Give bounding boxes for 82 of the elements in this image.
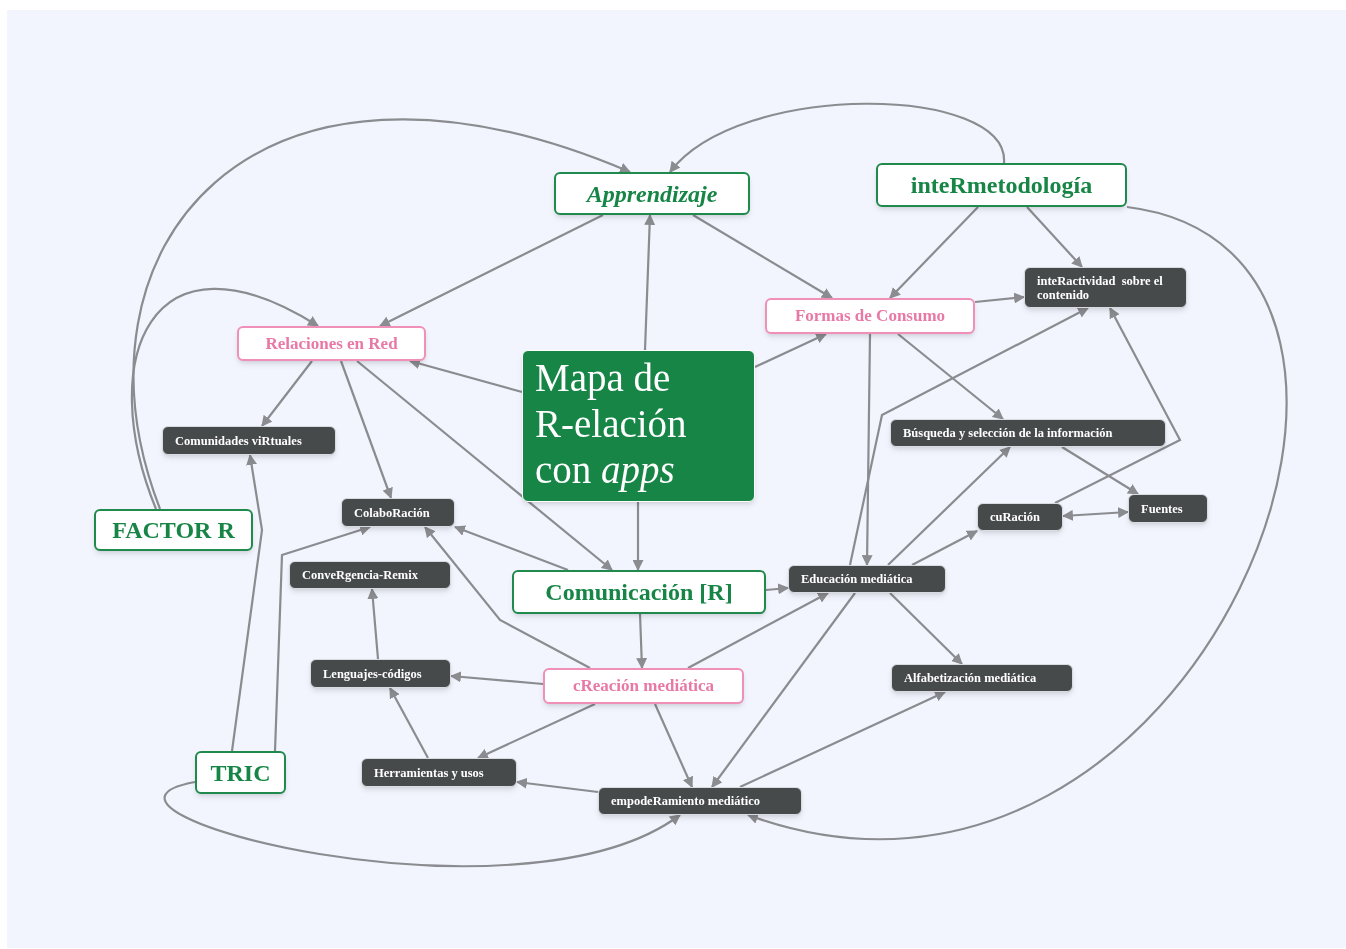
leaf-topic-box [310, 659, 451, 688]
arrow [654, 703, 693, 788]
topic-label: Lenguajes-códigos [323, 666, 422, 681]
arrow [669, 102, 1006, 173]
arrow [889, 592, 963, 665]
arrow [711, 592, 856, 788]
arrow [687, 592, 829, 669]
arrow [230, 453, 264, 752]
arrow [130, 287, 319, 510]
leaf-topic-box [1128, 494, 1208, 523]
arrow [643, 213, 656, 351]
arrow [515, 777, 599, 794]
arrow [261, 360, 313, 427]
main-topic-box [876, 163, 1127, 207]
arrow [339, 360, 393, 500]
arrow [861, 334, 873, 567]
arrow [449, 671, 544, 686]
subtopic-box [543, 668, 744, 704]
topic-label: inteRmetodología [910, 171, 1093, 200]
arrow [889, 206, 979, 299]
arrow [389, 687, 429, 759]
subtopic-box [237, 326, 426, 361]
arrow [1026, 206, 1083, 268]
arrow [692, 214, 833, 299]
leaf-topic-box [890, 419, 1166, 447]
topic-label: Alfabetización mediática [904, 671, 1037, 685]
leaf-topic-box [162, 426, 336, 455]
arrow [453, 525, 569, 572]
main-topic-box [94, 509, 253, 551]
topic-label: cReación mediática [572, 675, 715, 698]
main-topic-box [512, 570, 766, 614]
topic-label: Comunicación [R] [545, 578, 733, 607]
arrow [1061, 446, 1139, 495]
topic-label: Mapa de R-elación con apps [535, 355, 688, 493]
topic-label: Apprendizaje [586, 179, 718, 209]
topic-label: Búsqueda y selección de la información [903, 426, 1113, 440]
arrow [132, 119, 632, 510]
subtopic-box [765, 298, 975, 334]
arrow [887, 446, 1011, 566]
topic-label: Relaciones en Red [265, 332, 398, 355]
arrow [739, 691, 946, 788]
leaf-topic-box [1024, 267, 1187, 308]
arrow [974, 292, 1026, 304]
main-topic-box [554, 172, 750, 215]
arrow [477, 703, 596, 759]
leaf-topic-box [341, 498, 455, 527]
arrow [379, 214, 604, 327]
topic-label: cuRación [990, 510, 1040, 524]
topic-label: ConveRgencia-Remix [302, 568, 418, 582]
leaf-topic-box [361, 758, 517, 787]
arrow [356, 360, 613, 571]
topic-label: Fuentes [1141, 501, 1183, 516]
arrow [367, 587, 380, 660]
arrow [408, 358, 523, 394]
arrow [746, 205, 1287, 840]
topic-label: FACTOR R [112, 516, 235, 545]
leaf-topic-box [289, 561, 451, 589]
topic-label: Educación mediática [801, 572, 913, 586]
arrow [424, 526, 591, 669]
arrow [911, 530, 978, 566]
arrow [632, 502, 644, 572]
topic-label: ColaboRación [354, 505, 430, 520]
topic-label: Formas de Consumo [794, 305, 946, 328]
leaf-topic-box [788, 565, 946, 593]
arrow [165, 780, 681, 868]
topic-label: empodeRamiento mediático [611, 794, 760, 808]
topic-label: inteRactividad sobre el contenido [1037, 273, 1164, 302]
arrow [897, 333, 1004, 420]
arrow [765, 583, 790, 595]
arrow [1061, 507, 1130, 521]
arrow [636, 613, 648, 670]
topic-label: Herramientas y usos [374, 765, 484, 780]
arrow [848, 307, 1089, 566]
leaf-topic-box [977, 503, 1063, 531]
leaf-topic-box [891, 664, 1073, 692]
central-topic-box [522, 350, 755, 502]
leaf-topic-box [598, 787, 802, 815]
arrow [1054, 307, 1182, 504]
topic-label: TRIC [210, 758, 271, 788]
main-topic-box [195, 751, 286, 794]
arrow [754, 333, 827, 368]
topic-label: Comunidades viRtuales [175, 433, 302, 448]
